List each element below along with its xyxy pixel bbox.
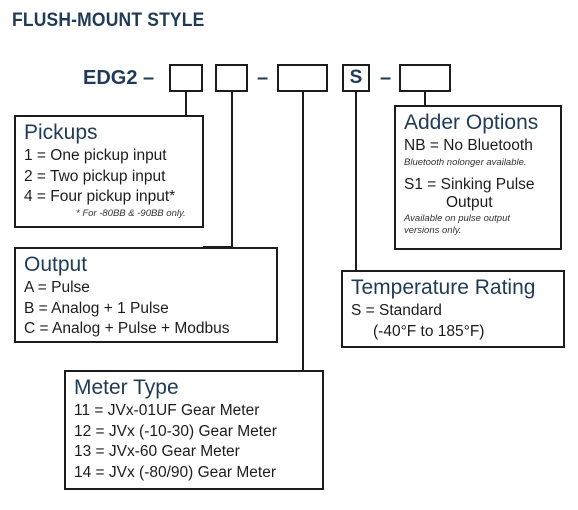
output-box: Output A = Pulse B = Analog + 1 Pulse C … (14, 247, 278, 343)
temperature-box: Temperature Rating S = Standard (-40°F t… (341, 270, 565, 348)
meter-type-option: 13 = JVx-60 Gear Meter (74, 443, 240, 460)
meter-type-title: Meter Type (74, 376, 179, 399)
code-slot-adder (399, 64, 451, 92)
connector-temperature (355, 92, 357, 272)
code-slot-pickups (169, 64, 203, 92)
pickups-title: Pickups (24, 121, 98, 144)
pickups-footnote: * For -80BB & -90BB only. (76, 207, 186, 219)
adder-s1-note: Available on pulse output (404, 213, 510, 224)
temperature-title: Temperature Rating (351, 276, 536, 299)
adder-title: Adder Options (404, 111, 539, 134)
meter-type-option: 11 = JVx-01UF Gear Meter (74, 402, 260, 419)
meter-type-option: 14 = JVx (-80/90) Gear Meter (74, 463, 277, 481)
temperature-option: S = Standard (351, 302, 442, 319)
connector-meter-type (302, 92, 304, 372)
adder-nb-note: Bluetooth nolonger available. (404, 156, 527, 168)
pickups-option: 1 = One pickup input (24, 147, 167, 164)
code-slot-temperature: S (342, 64, 370, 92)
connector-adder (424, 92, 426, 106)
meter-type-box: Meter Type 11 = JVx-01UF Gear Meter 12 =… (64, 370, 324, 490)
adder-options-box: Adder Options NB = No Bluetooth Bluetoot… (394, 105, 562, 250)
code-dash-1: – (257, 67, 269, 89)
output-option: B = Analog + 1 Pulse (24, 299, 169, 317)
page-title: FLUSH-MOUNT STYLE (12, 10, 205, 31)
output-title: Output (24, 253, 88, 276)
code-slot-meter-type (277, 64, 328, 92)
pickups-option: 2 = Two pickup input (24, 167, 166, 185)
pickups-box: Pickups 1 = One pickup input 2 = Two pic… (14, 115, 204, 228)
output-option: C = Analog + Pulse + Modbus (24, 320, 230, 337)
adder-option-s1: S1 = Sinking Pulse (404, 175, 535, 193)
code-slot-output (215, 64, 248, 92)
code-dash-2: – (380, 67, 392, 89)
adder-s1-note: versions only. (404, 225, 462, 236)
model-prefix: EDG2 – (83, 67, 155, 89)
adder-option-s1-cont: Output (446, 194, 493, 211)
adder-option-nb: NB = No Bluetooth (404, 137, 533, 154)
output-option: A = Pulse (24, 279, 90, 296)
connector-pickups (185, 92, 187, 116)
pickups-option: 4 = Four pickup input* (24, 188, 176, 205)
meter-type-option: 12 = JVx (-10-30) Gear Meter (74, 422, 277, 440)
connector-output-v (231, 92, 233, 248)
temperature-range: (-40°F to 185°F) (373, 322, 485, 340)
